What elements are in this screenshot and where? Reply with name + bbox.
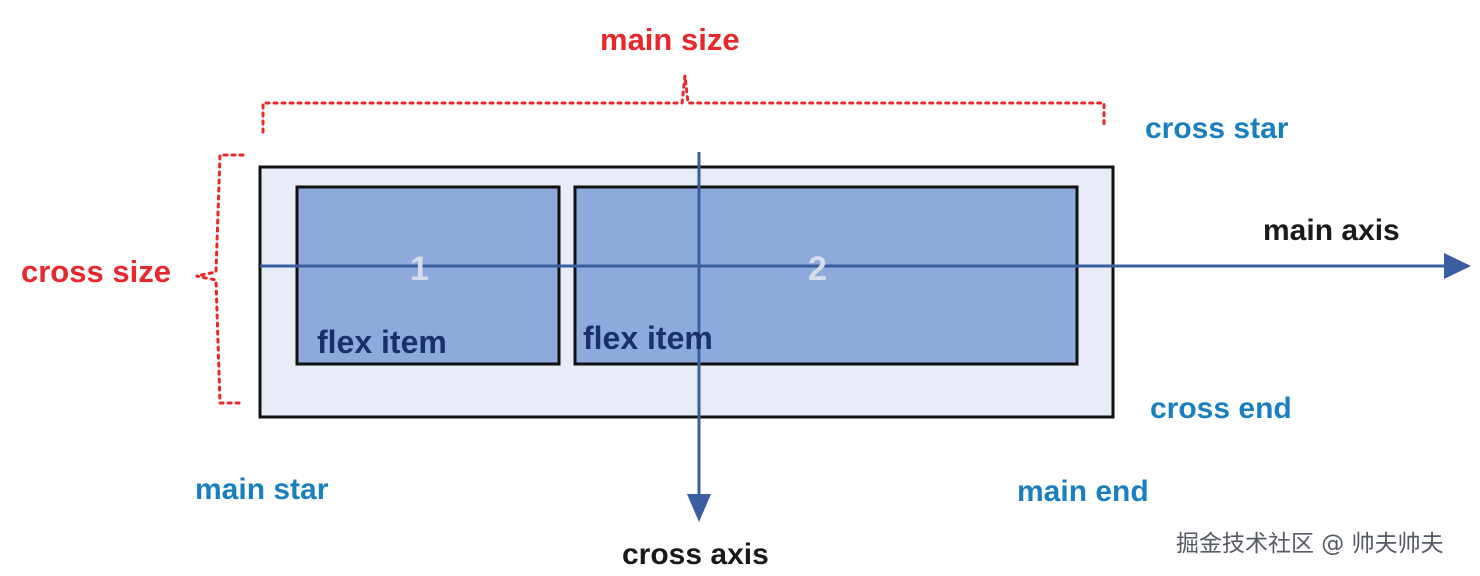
watermark: 掘金技术社区 @ 帅夫帅夫 <box>1176 531 1444 557</box>
flex-item-1-label: flex item <box>317 324 447 360</box>
flex-item-2-label: flex item <box>583 320 713 356</box>
main-size-label: main size <box>600 22 740 57</box>
cross-axis-label: cross axis <box>622 538 769 571</box>
cross-size-bracket <box>195 153 245 405</box>
flex-item-2-box <box>573 185 1079 366</box>
main-start-label: main star <box>195 473 329 506</box>
main-axis-arrowhead <box>1444 253 1471 279</box>
main-axis-label: main axis <box>1263 214 1400 247</box>
cross-start-label: cross star <box>1145 112 1289 145</box>
flex-item-2-number: 2 <box>808 250 827 288</box>
flex-item-1-number: 1 <box>410 250 429 288</box>
flex-item-1-box <box>295 185 561 366</box>
main-end-label: main end <box>1017 475 1149 508</box>
cross-axis-arrowhead <box>687 494 711 522</box>
cross-end-label: cross end <box>1150 392 1292 425</box>
main-size-bracket <box>261 75 1106 134</box>
cross-size-label: cross size <box>21 254 171 289</box>
